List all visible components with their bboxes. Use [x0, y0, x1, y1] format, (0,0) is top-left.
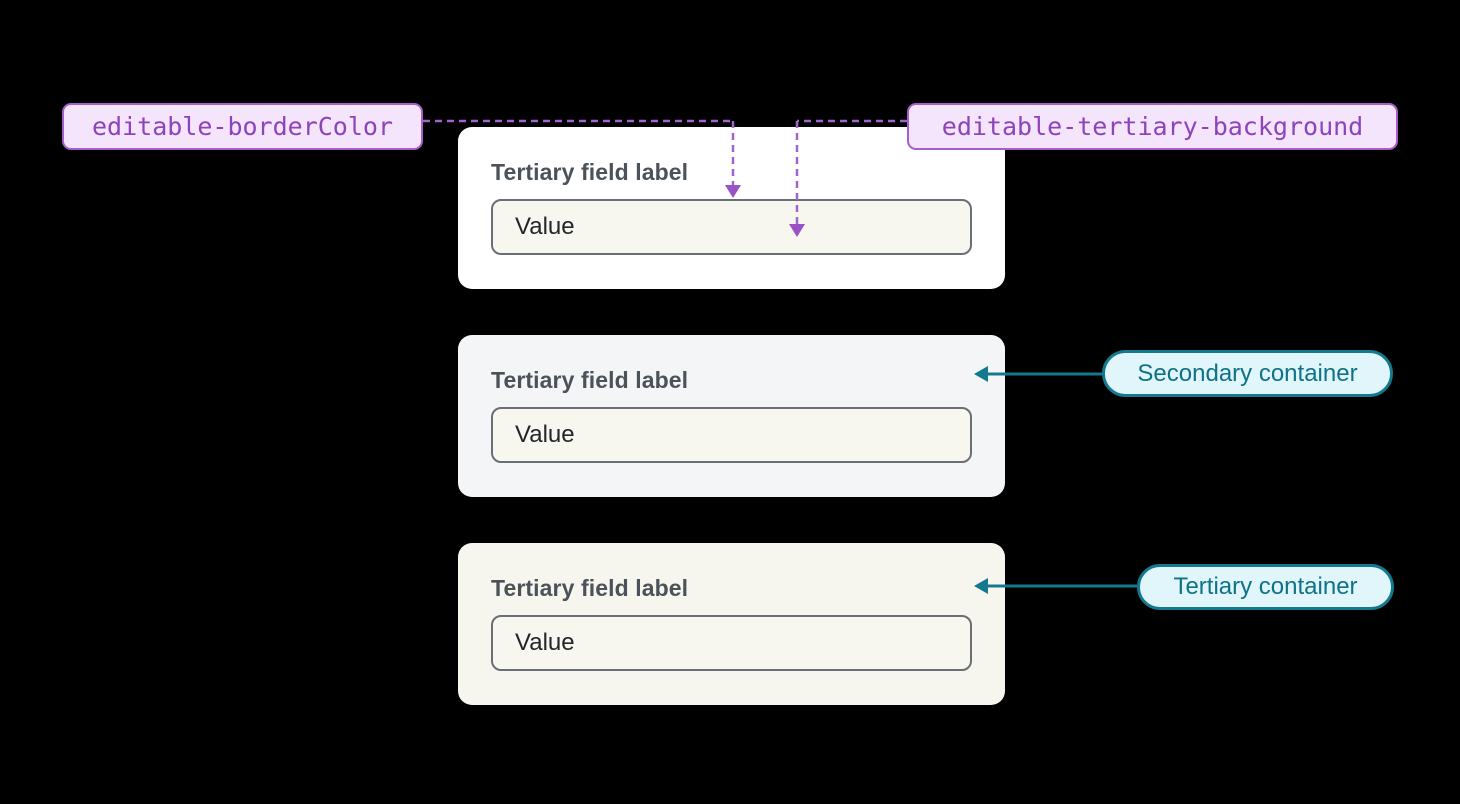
- token-badge-tertiary-background-label: editable-tertiary-background: [941, 112, 1364, 141]
- field-input[interactable]: [491, 199, 972, 255]
- card-tertiary-container: Tertiary field label: [458, 543, 1005, 705]
- field-input[interactable]: [491, 615, 972, 671]
- annotation-pill-secondary-container: Secondary container: [1102, 350, 1393, 397]
- card-secondary-container: Tertiary field label: [458, 335, 1005, 497]
- token-badge-border-color-label: editable-borderColor: [91, 112, 394, 141]
- card-default-container: Tertiary field label: [458, 127, 1005, 289]
- field-label: Tertiary field label: [491, 159, 689, 185]
- field-label: Tertiary field label: [491, 575, 689, 601]
- annotation-pill-secondary-label: Secondary container: [1137, 359, 1358, 387]
- field-input[interactable]: [491, 407, 972, 463]
- token-badge-border-color: editable-borderColor: [62, 103, 423, 150]
- annotation-pill-tertiary-label: Tertiary container: [1173, 573, 1358, 600]
- field-label: Tertiary field label: [491, 367, 689, 393]
- annotation-pill-tertiary-container: Tertiary container: [1137, 564, 1394, 610]
- annotation-arrow-lines: [986, 372, 1137, 588]
- token-badge-tertiary-background: editable-tertiary-background: [907, 103, 1398, 150]
